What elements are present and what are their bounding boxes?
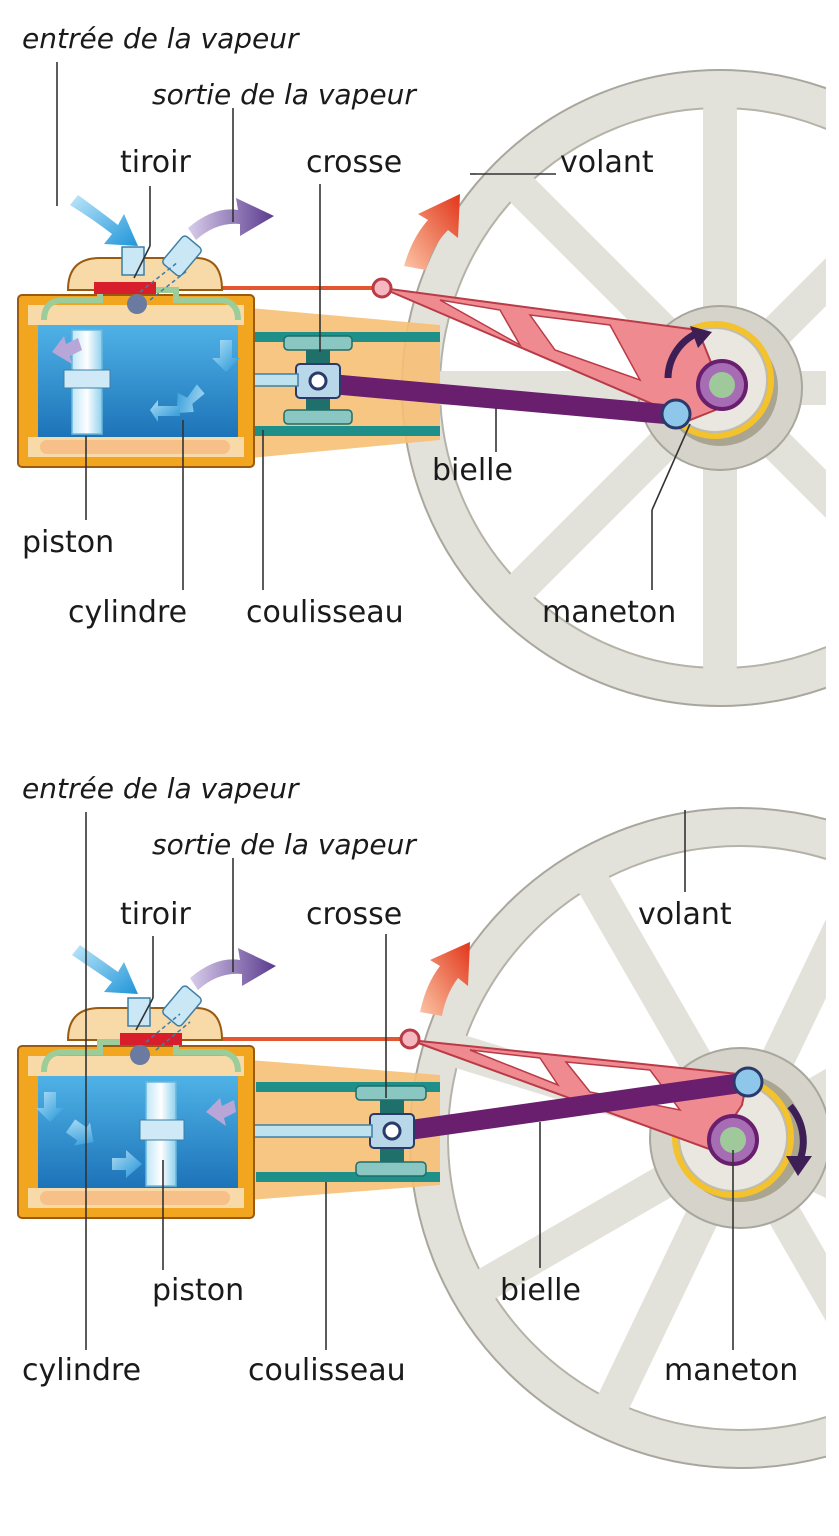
label-slide-valve-top: tiroir [120, 145, 191, 180]
label-piston-top: piston [22, 525, 114, 560]
label-steam-in-top: entrée de la vapeur [22, 22, 300, 55]
diagram-bottom: entrée de la vapeur sortie de la vapeur … [17, 772, 826, 1469]
label-piston-bottom: piston [152, 1273, 244, 1308]
valve-pin-bottom [399, 1028, 421, 1050]
label-steam-out-top: sortie de la vapeur [152, 78, 417, 111]
steam-flow-arrows-top [150, 340, 240, 422]
cylinder-bottom [17, 1045, 255, 1219]
label-slide-valve-bottom: tiroir [120, 897, 191, 932]
label-steam-in-bottom: entrée de la vapeur [22, 772, 300, 805]
crosshead-top [283, 335, 353, 425]
flywheel-motion-arrow-bottom [420, 942, 470, 1016]
label-slide-top: coulisseau [246, 595, 404, 630]
steam-in-arrow-bottom [72, 945, 138, 994]
valve-pin-top [371, 277, 393, 299]
label-slide-bottom: coulisseau [248, 1353, 406, 1388]
connecting-rod-bottom [396, 1072, 748, 1142]
label-crosshead-top: crosse [306, 145, 402, 180]
crank-pin-top [660, 398, 692, 430]
connecting-rod-top [320, 373, 676, 425]
label-connecting-rod-top: bielle [432, 453, 513, 488]
rotation-arrow-bottom [787, 1103, 807, 1162]
flywheel-motion-arrow-top [404, 194, 460, 270]
label-flywheel-bottom: volant [638, 897, 732, 932]
label-connecting-rod-bottom: bielle [500, 1273, 581, 1308]
label-cylinder-top: cylindre [68, 595, 187, 630]
diagram-top: entrée de la vapeur sortie de la vapeur … [17, 22, 826, 707]
crosshead-bottom [355, 1085, 427, 1177]
label-flywheel-top: volant [560, 145, 654, 180]
steam-in-arrow-top [70, 195, 138, 246]
label-cylinder-bottom: cylindre [22, 1353, 141, 1388]
label-crosshead-bottom: crosse [306, 897, 402, 932]
valve-lever-bottom [409, 1039, 750, 1152]
label-crank-pin-top: maneton [542, 595, 676, 630]
steam-chest-top [41, 235, 241, 321]
cylinder-top [17, 294, 255, 468]
crank-pin-bottom [732, 1066, 764, 1098]
label-steam-out-bottom: sortie de la vapeur [152, 828, 417, 861]
steam-out-arrow-top [188, 198, 274, 240]
label-crank-pin-bottom: maneton [664, 1353, 798, 1388]
